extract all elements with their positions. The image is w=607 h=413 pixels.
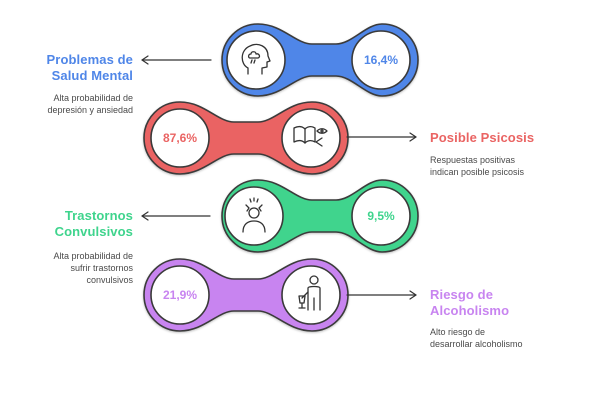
desc-line: convulsivos <box>86 275 133 285</box>
title-line: Salud Mental <box>51 68 133 83</box>
title-alcoholism: Riesgo de Alcoholismo <box>430 287 509 319</box>
value-circle <box>351 30 411 90</box>
capsule-alcoholism <box>143 258 349 332</box>
title-line: Riesgo de <box>430 287 494 302</box>
icon-circle <box>226 30 286 90</box>
capsule-psychosis <box>143 101 349 175</box>
arrow-right-icon <box>346 132 417 142</box>
value-circle <box>150 265 210 325</box>
desc-line: indican posible psicosis <box>430 167 525 177</box>
value-mental-health: 16,4% <box>364 53 398 67</box>
title-line: Posible Psicosis <box>430 130 535 145</box>
desc-psychosis: Respuestas positivas indican posible psi… <box>430 154 524 178</box>
arrow-right-icon <box>346 290 417 300</box>
book-eye-icon <box>293 125 328 147</box>
desc-line: desarrollar alcoholismo <box>430 339 523 349</box>
title-seizures: Trastornos Convulsivos <box>55 208 133 240</box>
icon-circle <box>281 265 341 325</box>
person-shaking-icon <box>242 197 266 233</box>
capsule-mental-health <box>221 23 419 97</box>
title-line: Trastornos <box>64 208 133 223</box>
title-psychosis: Posible Psicosis <box>430 130 534 146</box>
arrows <box>141 55 417 300</box>
title-line: Convulsivos <box>54 224 133 239</box>
value-circle <box>150 108 210 168</box>
value-seizures: 9,5% <box>367 209 395 223</box>
desc-line: Alto riesgo de <box>430 327 486 337</box>
desc-line: Respuestas positivas <box>430 155 516 165</box>
desc-seizures: Alta probabilidad de sufrir trastornos c… <box>53 250 133 286</box>
title-line: Problemas de <box>46 52 133 67</box>
desc-line: Alta probabilidad de <box>53 93 133 103</box>
desc-line: depresión y ansiedad <box>47 105 133 115</box>
arrow-left-icon <box>141 211 211 221</box>
title-line: Alcoholismo <box>430 303 510 318</box>
value-alcoholism: 21,9% <box>163 288 197 302</box>
icon-circle <box>281 108 341 168</box>
capsule-seizures <box>221 179 419 253</box>
value-psychosis: 87,6% <box>163 131 197 145</box>
desc-alcoholism: Alto riesgo de desarrollar alcoholismo <box>430 326 523 350</box>
head-cloud-icon <box>241 43 271 75</box>
desc-mental-health: Alta probabilidad de depresión y ansieda… <box>47 92 133 116</box>
value-circle <box>351 186 411 246</box>
person-drink-icon <box>298 275 321 311</box>
desc-line: Alta probabilidad de <box>53 251 133 261</box>
icon-circle <box>224 186 284 246</box>
title-mental-health: Problemas de Salud Mental <box>47 52 133 84</box>
desc-line: sufrir trastornos <box>70 263 133 273</box>
arrow-left-icon <box>141 55 212 65</box>
